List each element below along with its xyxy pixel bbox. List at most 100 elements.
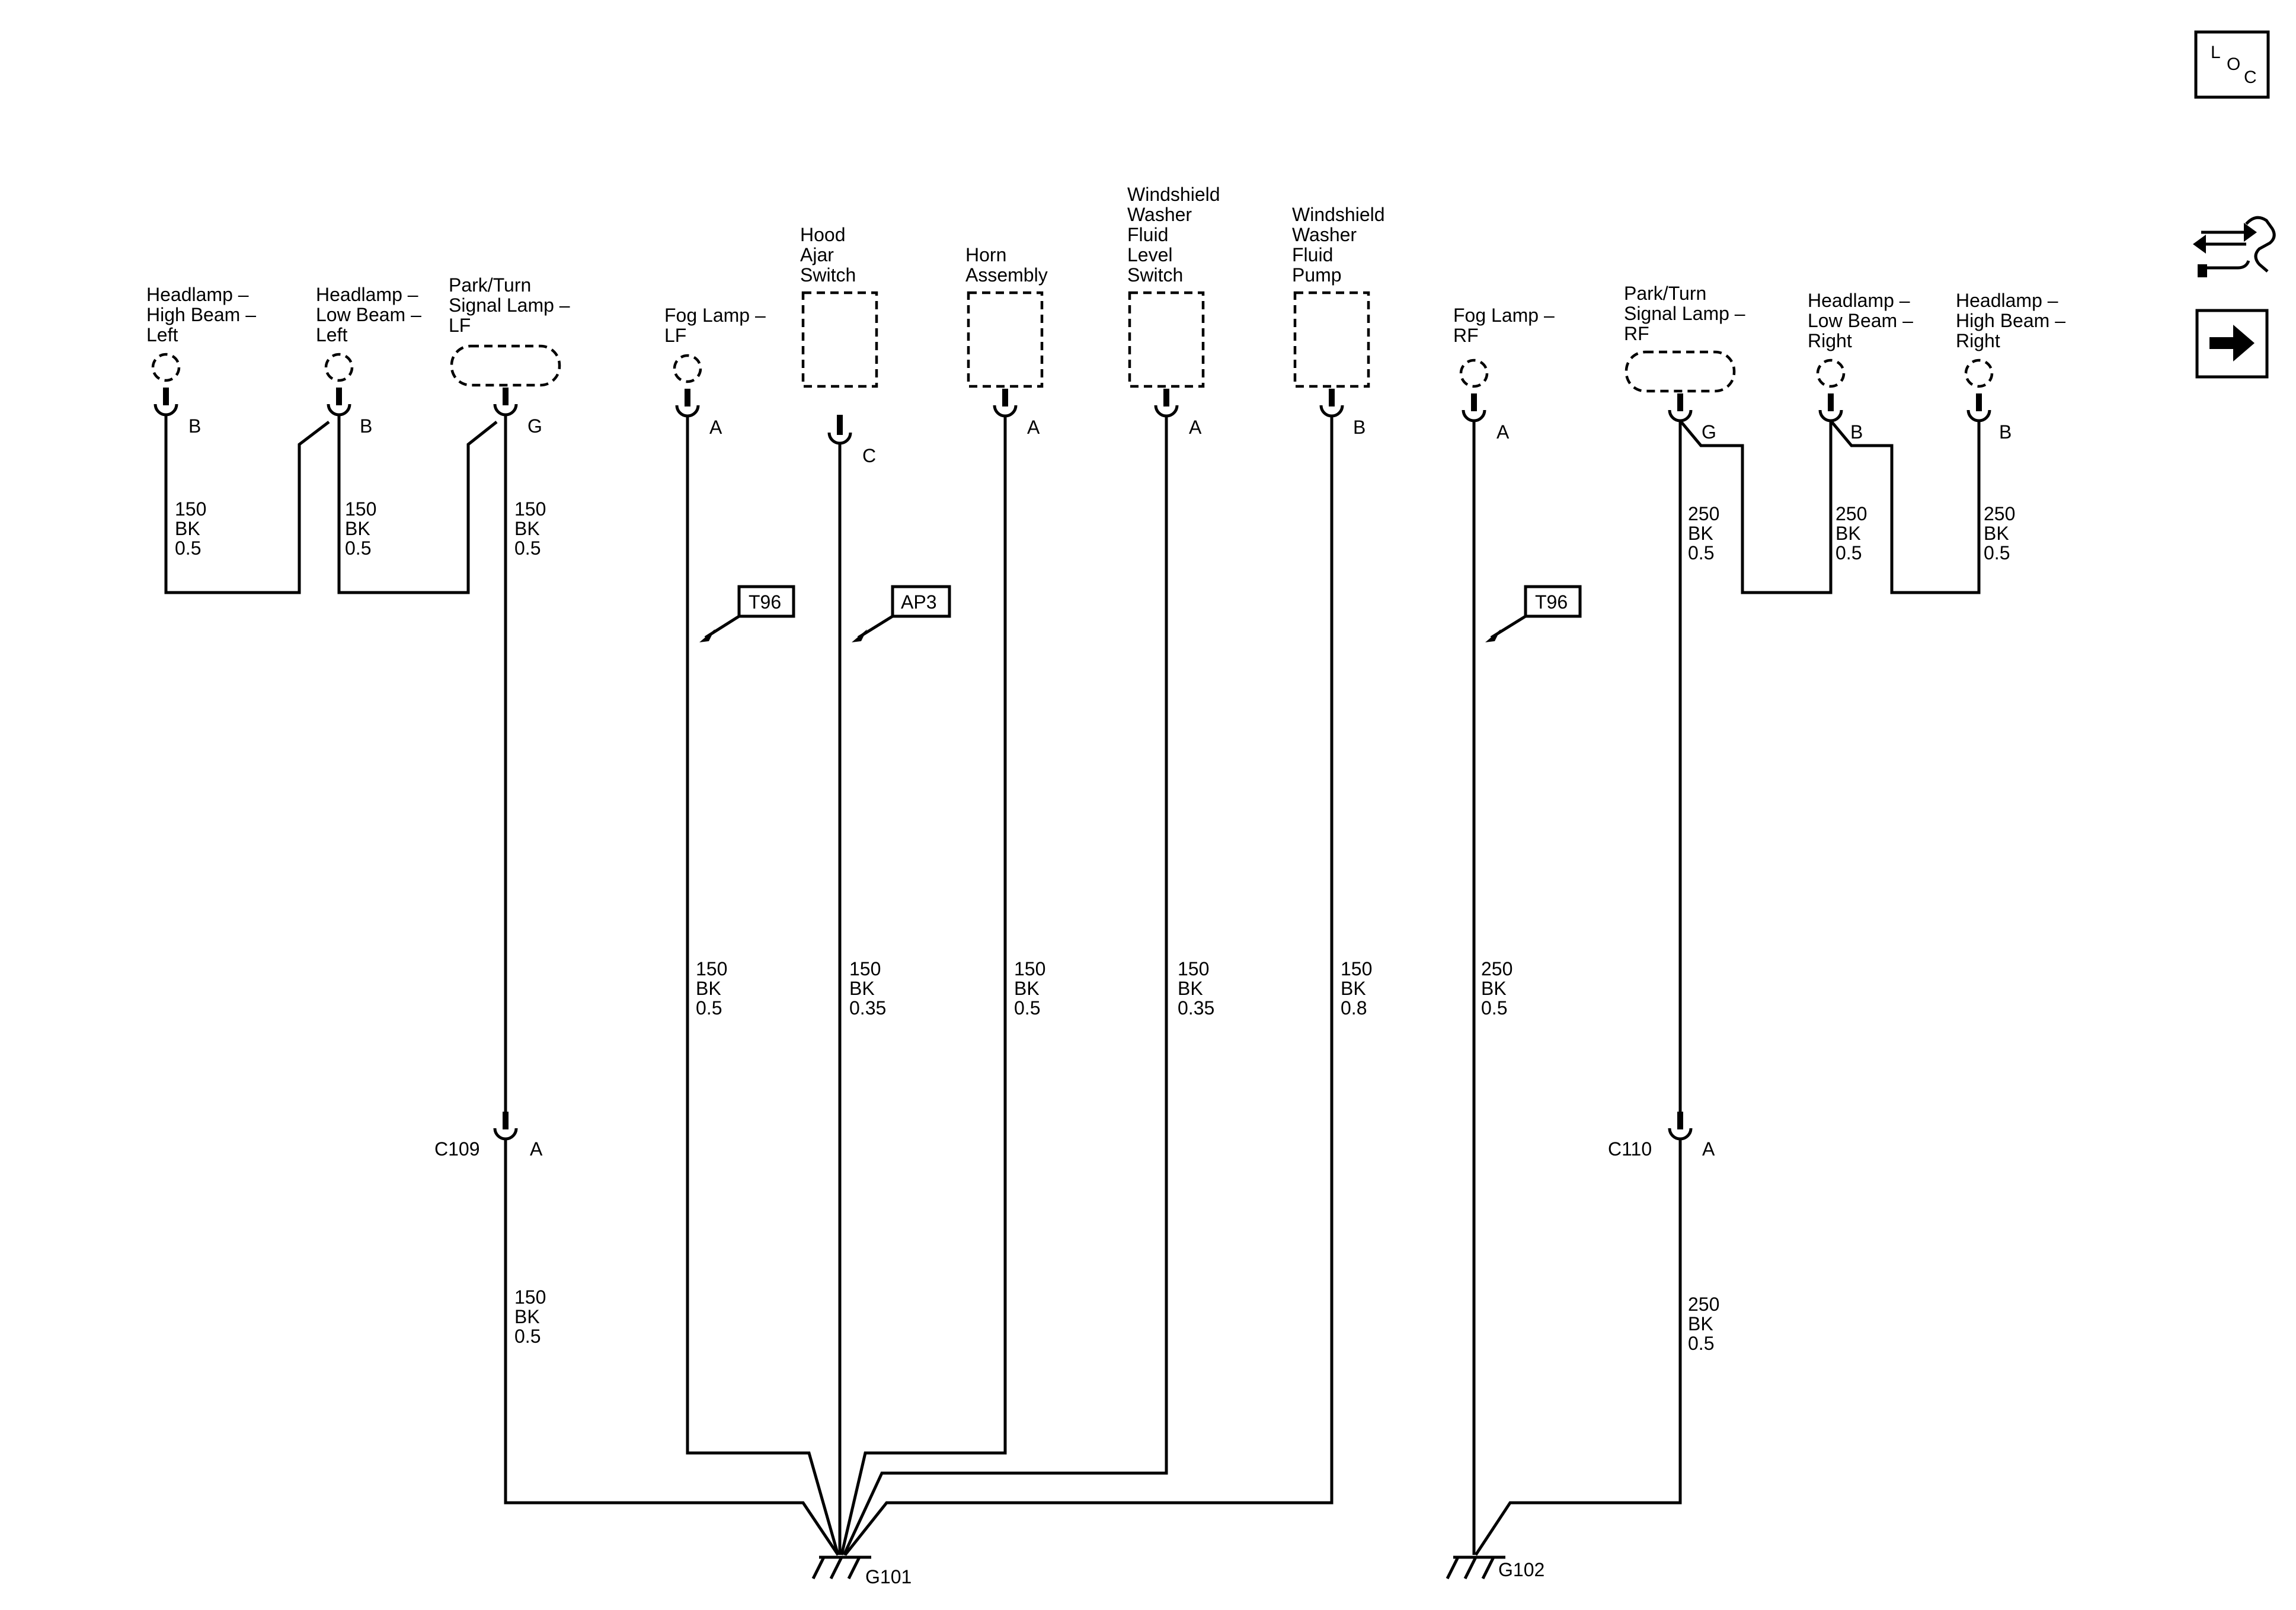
wire-horn (840, 416, 1007, 1555)
connector-terminals (154, 388, 1991, 1141)
connector-c110-label: C110 (1608, 1138, 1652, 1160)
park-turn-rf-symbol (1625, 350, 1736, 393)
wire-washer-pump (844, 416, 1334, 1556)
component-symbols (151, 291, 1994, 393)
svg-text:T96: T96 (1535, 591, 1568, 613)
park-turn-lf-label: Park/Turn Signal Lamp – LF (449, 274, 575, 336)
ground-g101 (811, 1555, 871, 1580)
headlamp-high-left-symbol (151, 353, 181, 382)
wire-spec-hl-low-left: 150 BK 0.5 (345, 498, 382, 559)
park-turn-rf-label: Park/Turn Signal Lamp – RF (1624, 283, 1750, 344)
washer-level-switch-label: Windshield Washer Fluid Level Switch (1127, 184, 1225, 286)
pin-headlamp-high-right: B (1999, 421, 2012, 443)
wire-spec-fog-lf: 150 BK 0.5 (696, 958, 733, 1019)
wire-spec-park-lf-lower: 150 BK 0.5 (514, 1286, 551, 1347)
arrow-right-icon[interactable] (2195, 309, 2269, 379)
wire-c110-to-g102 (1474, 1138, 1682, 1556)
pin-horn: A (1027, 417, 1040, 438)
wire-spec-labels: 150 BK 0.5 150 BK 0.5 150 BK 0.5 150 BK … (175, 498, 2020, 1354)
wire-spec-park-rf-upper: 250 BK 0.5 (1688, 503, 1725, 564)
wire-spec-horn: 150 BK 0.5 (1014, 958, 1051, 1019)
svg-text:L: L (2211, 43, 2221, 62)
pin-washer-pump: B (1353, 417, 1366, 438)
svg-text:C: C (2244, 68, 2257, 87)
headlamp-high-left-label: Headlamp – High Beam – Left (146, 284, 261, 345)
terminal-washer-level (1154, 389, 1179, 418)
headlamp-low-right-symbol (1816, 359, 1846, 388)
headlamp-high-right-symbol (1964, 359, 1994, 388)
wire-c109-to-g101 (504, 1138, 840, 1556)
ground-g102 (1446, 1555, 1505, 1580)
headlamp-low-left-label: Headlamp – Low Beam – Left (316, 284, 427, 345)
washer-level-switch-symbol (1128, 291, 1205, 388)
connector-wrench-icon[interactable] (2193, 216, 2276, 277)
headlamp-low-right-label: Headlamp – Low Beam – Right (1808, 290, 1918, 351)
pin-park-turn-lf: G (527, 415, 542, 437)
wire-spec-washer-level: 150 BK 0.35 (1178, 958, 1214, 1019)
headlamp-low-left-symbol (324, 353, 354, 382)
fog-lamp-lf-symbol (673, 354, 702, 383)
terminal-c109 (493, 1112, 518, 1141)
terminal-c110 (1668, 1112, 1693, 1141)
hood-ajar-switch-symbol (801, 291, 878, 388)
headlamp-high-right-label: Headlamp – High Beam – Right (1956, 290, 2071, 351)
terminal-park-turn-lf (493, 388, 518, 417)
park-turn-lf-symbol (450, 344, 561, 387)
wire-spec-hl-high-left: 150 BK 0.5 (175, 498, 212, 559)
reference-flag-ap3[interactable]: AP3 (852, 585, 951, 642)
terminal-fog-lamp-lf (675, 389, 700, 418)
wire-spec-park-lf-upper: 150 BK 0.5 (514, 498, 551, 559)
pin-park-turn-rf: G (1702, 421, 1716, 443)
wire-washer-level (842, 416, 1168, 1556)
ground-g102-label: G102 (1498, 1559, 1544, 1580)
washer-pump-symbol (1293, 291, 1370, 388)
pin-c109: A (530, 1138, 543, 1160)
svg-text:T96: T96 (749, 591, 781, 613)
wire-spec-park-rf-lower: 250 BK 0.5 (1688, 1294, 1725, 1354)
terminal-horn (993, 389, 1018, 418)
wire-headlamp-high-right (1830, 420, 1981, 594)
reference-flag-t96-left[interactable]: T96 (699, 585, 795, 642)
terminal-headlamp-low-left (327, 388, 351, 417)
connector-c109-label: C109 (434, 1138, 480, 1160)
terminal-headlamp-high-right (1966, 393, 1991, 422)
hood-ajar-switch-label: Hood Ajar Switch (800, 224, 856, 286)
pin-fog-lamp-lf: A (709, 417, 722, 438)
wire-headlamp-high-left (164, 415, 330, 594)
fog-lamp-lf-label: Fog Lamp – LF (664, 305, 771, 346)
svg-text:AP3: AP3 (901, 591, 936, 613)
wire-headlamp-low-left (337, 415, 498, 594)
terminal-washer-pump (1319, 389, 1344, 418)
reference-flag-t96-right[interactable]: T96 (1485, 585, 1582, 642)
horn-assembly-symbol (967, 291, 1044, 388)
fog-lamp-rf-symbol (1459, 359, 1489, 388)
wire-spec-washer-pump: 150 BK 0.8 (1341, 958, 1377, 1019)
pin-c110: A (1702, 1138, 1715, 1160)
ground-g101-label: G101 (865, 1566, 912, 1587)
terminal-fog-lamp-rf (1462, 393, 1486, 422)
fog-lamp-rf-label: Fog Lamp – RF (1453, 305, 1560, 346)
terminal-headlamp-high-left (154, 388, 178, 417)
pin-headlamp-high-left: B (188, 415, 201, 437)
pin-labels: B B G A C A A B A G B B A A (188, 415, 2012, 1160)
wire-headlamp-low-right (1679, 420, 1833, 594)
wires (164, 415, 1981, 1556)
pin-washer-level: A (1189, 417, 1202, 438)
wire-spec-fog-rf: 250 BK 0.5 (1481, 958, 1518, 1019)
wire-fog-lamp-lf (686, 416, 840, 1555)
wire-spec-hl-high-right: 250 BK 0.5 (1984, 503, 2020, 564)
wire-spec-hl-low-right: 250 BK 0.5 (1835, 503, 1872, 564)
pin-hood-ajar: C (862, 445, 876, 466)
terminal-hood-ajar (827, 415, 852, 445)
horn-assembly-label: Horn Assembly (965, 244, 1048, 286)
loc-icon[interactable]: L O C (2194, 30, 2270, 99)
pin-headlamp-low-right: B (1850, 421, 1863, 443)
terminal-park-turn-rf (1668, 393, 1693, 422)
wire-spec-hood-ajar: 150 BK 0.35 (849, 958, 886, 1019)
pin-headlamp-low-left: B (360, 415, 372, 437)
terminal-headlamp-low-right (1818, 393, 1843, 422)
pin-fog-lamp-rf: A (1496, 421, 1510, 443)
svg-text:O: O (2227, 55, 2240, 74)
component-labels: Headlamp – High Beam – Left Headlamp – L… (146, 184, 2071, 351)
